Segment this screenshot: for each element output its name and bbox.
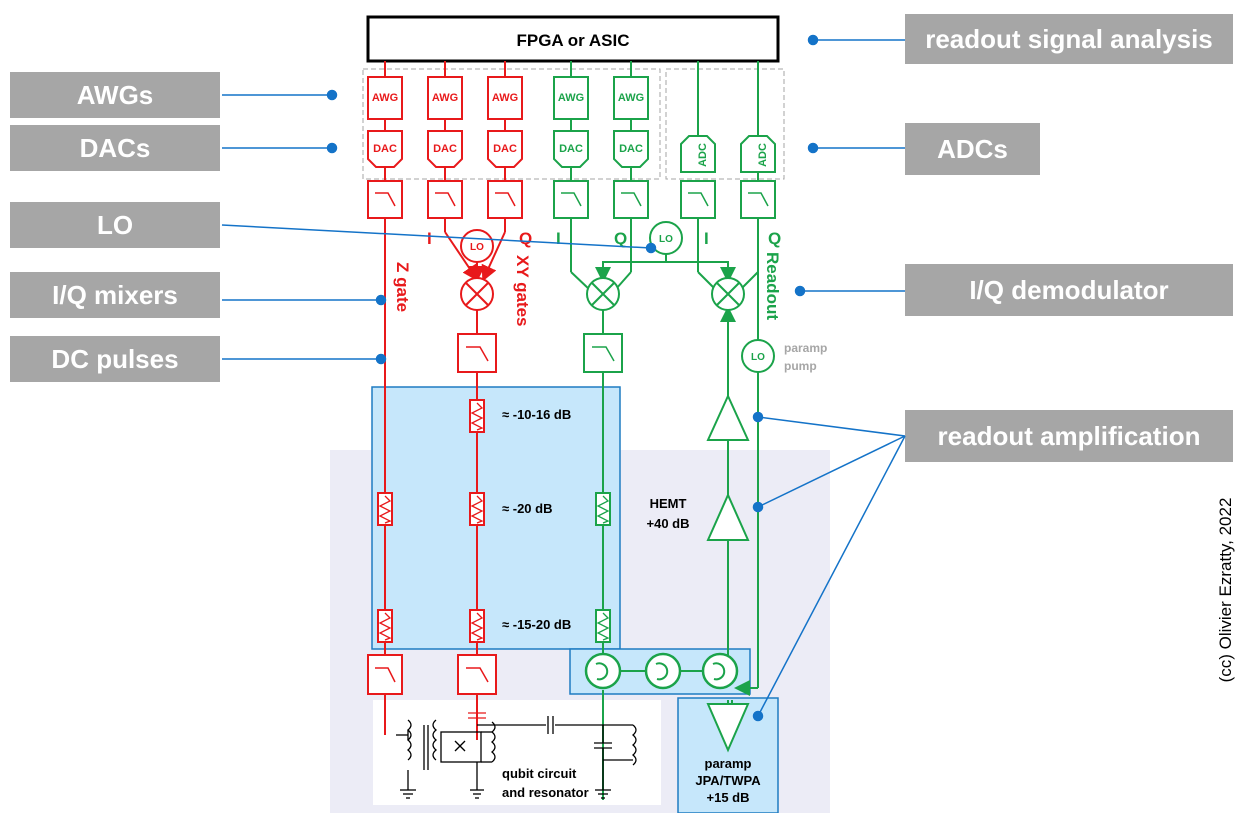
qubit-circuit <box>396 712 637 799</box>
dac-label: DAC <box>493 143 517 155</box>
hemt-gain: +40 dB <box>647 516 690 531</box>
callout-lines <box>221 34 906 722</box>
q-label-readout: Q <box>768 229 781 248</box>
paramp-label: paramp <box>705 756 752 771</box>
filter-symbols <box>375 192 769 683</box>
i-label-red: I <box>427 229 432 248</box>
awg-label: AWG <box>618 92 644 104</box>
i-label-readout: I <box>704 229 709 248</box>
green-awg-dac <box>553 76 776 173</box>
dac-label: DAC <box>433 143 457 155</box>
lo-label: LO <box>10 202 220 248</box>
fpga-label: FPGA or ASIC <box>516 31 629 50</box>
xy-gates-label: XY gates <box>513 255 532 327</box>
attenuation-2: ≈ -20 dB <box>502 501 552 516</box>
paramp-pump-1: paramp <box>784 341 827 355</box>
iq-demodulator-label: I/Q demodulator <box>905 264 1233 316</box>
adc-label: ADC <box>697 143 709 167</box>
attenuation-1: ≈ -10-16 dB <box>502 407 571 422</box>
i-label-green: I <box>556 229 561 248</box>
lo-text: LO <box>751 352 765 363</box>
circulators <box>584 652 739 690</box>
attenuator-region <box>371 386 621 650</box>
fpga-box <box>366 15 780 63</box>
lo-green <box>586 221 775 373</box>
amplifiers <box>706 393 750 753</box>
attenuation-3: ≈ -15-20 dB <box>502 617 571 632</box>
dac-label: DAC <box>373 143 397 155</box>
paramp-type: JPA/TWPA <box>695 773 761 788</box>
awg-label: AWG <box>432 92 458 104</box>
iq-mixers-label: I/Q mixers <box>10 272 220 318</box>
red-awg-dac <box>367 76 523 168</box>
readout-signal-analysis-label: readout signal analysis <box>905 14 1233 64</box>
awg-dac-group <box>362 68 661 180</box>
dac-label: DAC <box>619 143 643 155</box>
qubit-label-1: qubit circuit <box>502 766 577 781</box>
z-gate-label: Z gate <box>393 262 412 312</box>
qubit-label-2: and resonator <box>502 785 589 800</box>
q-label-red: Q <box>519 229 532 248</box>
readout-amplification-label: readout amplification <box>905 410 1233 462</box>
dacs-label: DACs <box>10 125 220 171</box>
hemt-label: HEMT <box>650 496 687 511</box>
awg-label: AWG <box>558 92 584 104</box>
filters <box>367 180 776 695</box>
paramp-gain: +15 dB <box>707 790 750 805</box>
qubit-circuit-box <box>373 700 661 805</box>
dac-label: DAC <box>559 143 583 155</box>
adcs-label: ADCs <box>905 123 1040 175</box>
dc-pulses-label: DC pulses <box>10 336 220 382</box>
lo-text: LO <box>659 234 673 245</box>
readout-label: Readout <box>763 252 782 320</box>
awgs-label: AWGs <box>10 72 220 118</box>
lo-text: LO <box>470 242 484 253</box>
adc-group <box>665 68 785 180</box>
awg-label: AWG <box>372 92 398 104</box>
awg-label: AWG <box>492 92 518 104</box>
q-label-green: Q <box>614 229 627 248</box>
attenuator-zigzags <box>378 402 610 641</box>
adc-label: ADC <box>757 143 769 167</box>
paramp-pump-2: pump <box>784 359 817 373</box>
